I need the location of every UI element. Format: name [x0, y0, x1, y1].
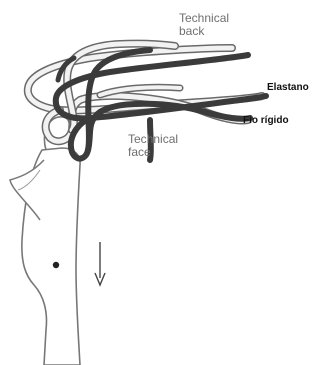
label-technical-back-line-2: back: [179, 25, 229, 38]
label-technical-back: Technical back: [179, 12, 229, 38]
label-fio-rigido: Fio rígido: [243, 115, 289, 127]
label-technical-face: Technical face: [128, 133, 178, 159]
label-elastano: Elastano: [267, 82, 309, 94]
needle: [10, 117, 80, 365]
label-technical-face-line-2: face: [128, 146, 178, 159]
down-arrow-icon: [95, 242, 105, 285]
needle-rivet: [53, 262, 59, 268]
